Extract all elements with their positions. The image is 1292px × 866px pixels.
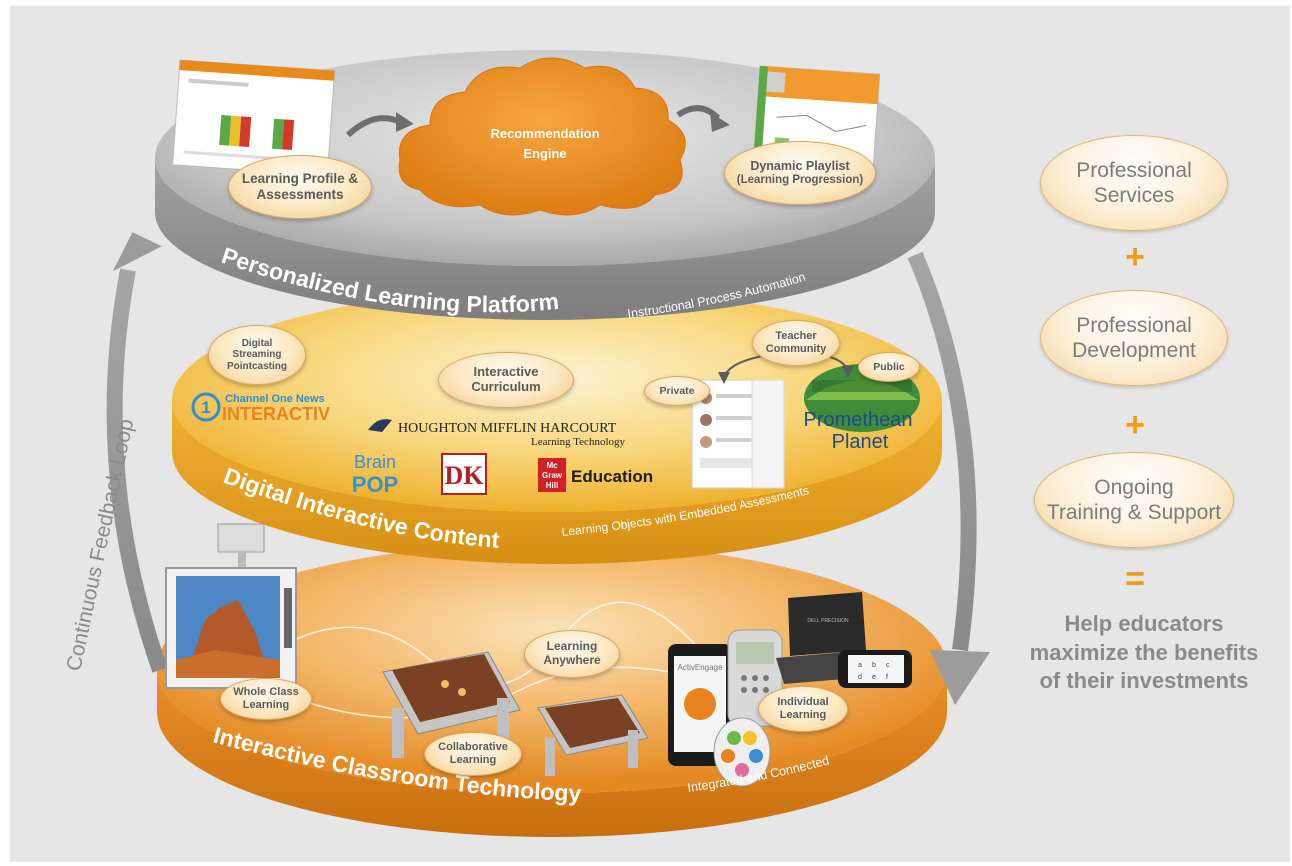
recommendation-line-2: Engine	[523, 146, 566, 161]
laptop-label: DELL PRECISION	[807, 618, 849, 624]
teacher-community-line-1: Teacher	[775, 330, 817, 343]
streaming-line-1: Digital	[241, 337, 273, 349]
private-label: Private	[659, 384, 695, 397]
services-line-2: Services	[1093, 184, 1175, 207]
up-arrow-shaft	[106, 268, 168, 673]
mobile-device	[838, 650, 912, 688]
whiteboard-device	[165, 523, 297, 689]
services-line-1: Professional	[1076, 158, 1192, 182]
public-label: Public	[873, 360, 905, 373]
recommendation-line-1: Recommendation	[490, 126, 599, 141]
dynamic-playlist-pill: Dynamic Playlist(Learning Progression)	[724, 141, 876, 205]
anywhere-line-2: Anywhere	[543, 653, 601, 667]
channel-one-logo-mark: 1	[201, 398, 210, 417]
plus-icon-2: +	[1125, 406, 1145, 444]
whole-class-line-2: Learning	[242, 699, 290, 711]
streaming-line-3: Pointcasting	[226, 360, 287, 372]
development-line-1: Professional	[1076, 313, 1192, 337]
mcgraw-line-3: Hill	[546, 481, 558, 490]
collaborative-line-2: Learning	[449, 754, 497, 766]
key-c: c	[886, 662, 890, 669]
promethean-top: Promethean	[804, 409, 913, 431]
dk-logo-box	[441, 453, 487, 495]
brainpop-top: Brain	[354, 452, 396, 472]
education-label: Education	[571, 467, 653, 486]
up-arrow-head	[112, 232, 162, 272]
content-band	[172, 400, 942, 564]
learning-profile-line-2: Assessments	[256, 187, 344, 202]
technology-band	[157, 668, 947, 837]
mcgraw-logo-box	[538, 458, 566, 492]
learning-profile-line-1: Learning Profile &	[241, 171, 359, 187]
dk-logo: DK	[445, 461, 485, 490]
community-screenshot	[691, 379, 785, 489]
voting-keypad	[713, 717, 771, 787]
plus-icon-1: +	[1125, 238, 1145, 276]
collab-table-large	[382, 651, 521, 758]
conclusion-text: Help educators maximize the benefits of …	[1024, 610, 1264, 696]
conclusion-line-1: Help educators	[1064, 611, 1224, 636]
teacher-community-line-2: Community	[765, 343, 827, 355]
mobile-keys: a b c d e f	[858, 662, 890, 681]
down-arrow-head	[930, 650, 990, 705]
promethean-bottom: Planet	[832, 431, 889, 453]
learning-profile-pill: Learning Profile &Assessments	[228, 155, 372, 219]
key-e: e	[872, 674, 876, 681]
activengage-label: ActivEngage	[678, 663, 723, 672]
channel-one-logo-ring	[191, 392, 221, 422]
curriculum-line-2: Curriculum	[471, 379, 541, 394]
feedback-loop-arrows	[106, 232, 990, 705]
conclusion-line-3: of their investments	[1039, 668, 1249, 694]
curriculum-line-1: Interactive	[473, 364, 539, 380]
down-arrow-shaft	[907, 251, 977, 652]
hmh-name: HOUGHTON MIFFLIN HARCOURT	[398, 421, 617, 436]
conclusion-line-2: maximize the benefits	[1029, 639, 1259, 665]
playlist-line-1: Dynamic Playlist	[750, 159, 850, 174]
key-d: d	[858, 674, 862, 681]
playlist-line-2: (Learning Progression)	[736, 173, 864, 186]
hmh-subtitle: Learning Technology	[531, 436, 626, 448]
hmh-logo-mark	[368, 419, 392, 432]
equals-icon: =	[1125, 560, 1145, 598]
brainpop-bottom: POP	[352, 472, 398, 497]
key-b: b	[872, 662, 876, 669]
private-pill: Private	[644, 376, 710, 406]
training-line-2: Training & Support	[1046, 501, 1222, 524]
individual-line-1: Individual	[777, 696, 829, 709]
whole-class-line-1: Whole Class	[233, 686, 299, 699]
training-line-1: Ongoing	[1094, 475, 1174, 499]
collab-table-small	[537, 694, 649, 776]
recommendation-cloud	[398, 57, 686, 216]
platform-band	[155, 158, 935, 320]
collaborative-line-1: Collaborative	[438, 741, 508, 754]
key-f: f	[886, 674, 888, 681]
mcgraw-line-2: Graw	[542, 471, 563, 480]
streaming-line-2: Streaming	[232, 349, 282, 361]
development-line-2: Development	[1072, 339, 1196, 362]
key-a: a	[858, 662, 862, 669]
channel-one-name: Channel One News	[225, 393, 325, 405]
anywhere-line-1: Learning	[546, 639, 598, 654]
channel-one-interactiv: INTERACTIV	[222, 404, 330, 424]
mcgraw-line-1: Mc	[546, 461, 558, 470]
public-pill: Public	[858, 352, 920, 382]
individual-line-2: Learning	[779, 709, 827, 721]
smartphone-device	[668, 644, 732, 766]
